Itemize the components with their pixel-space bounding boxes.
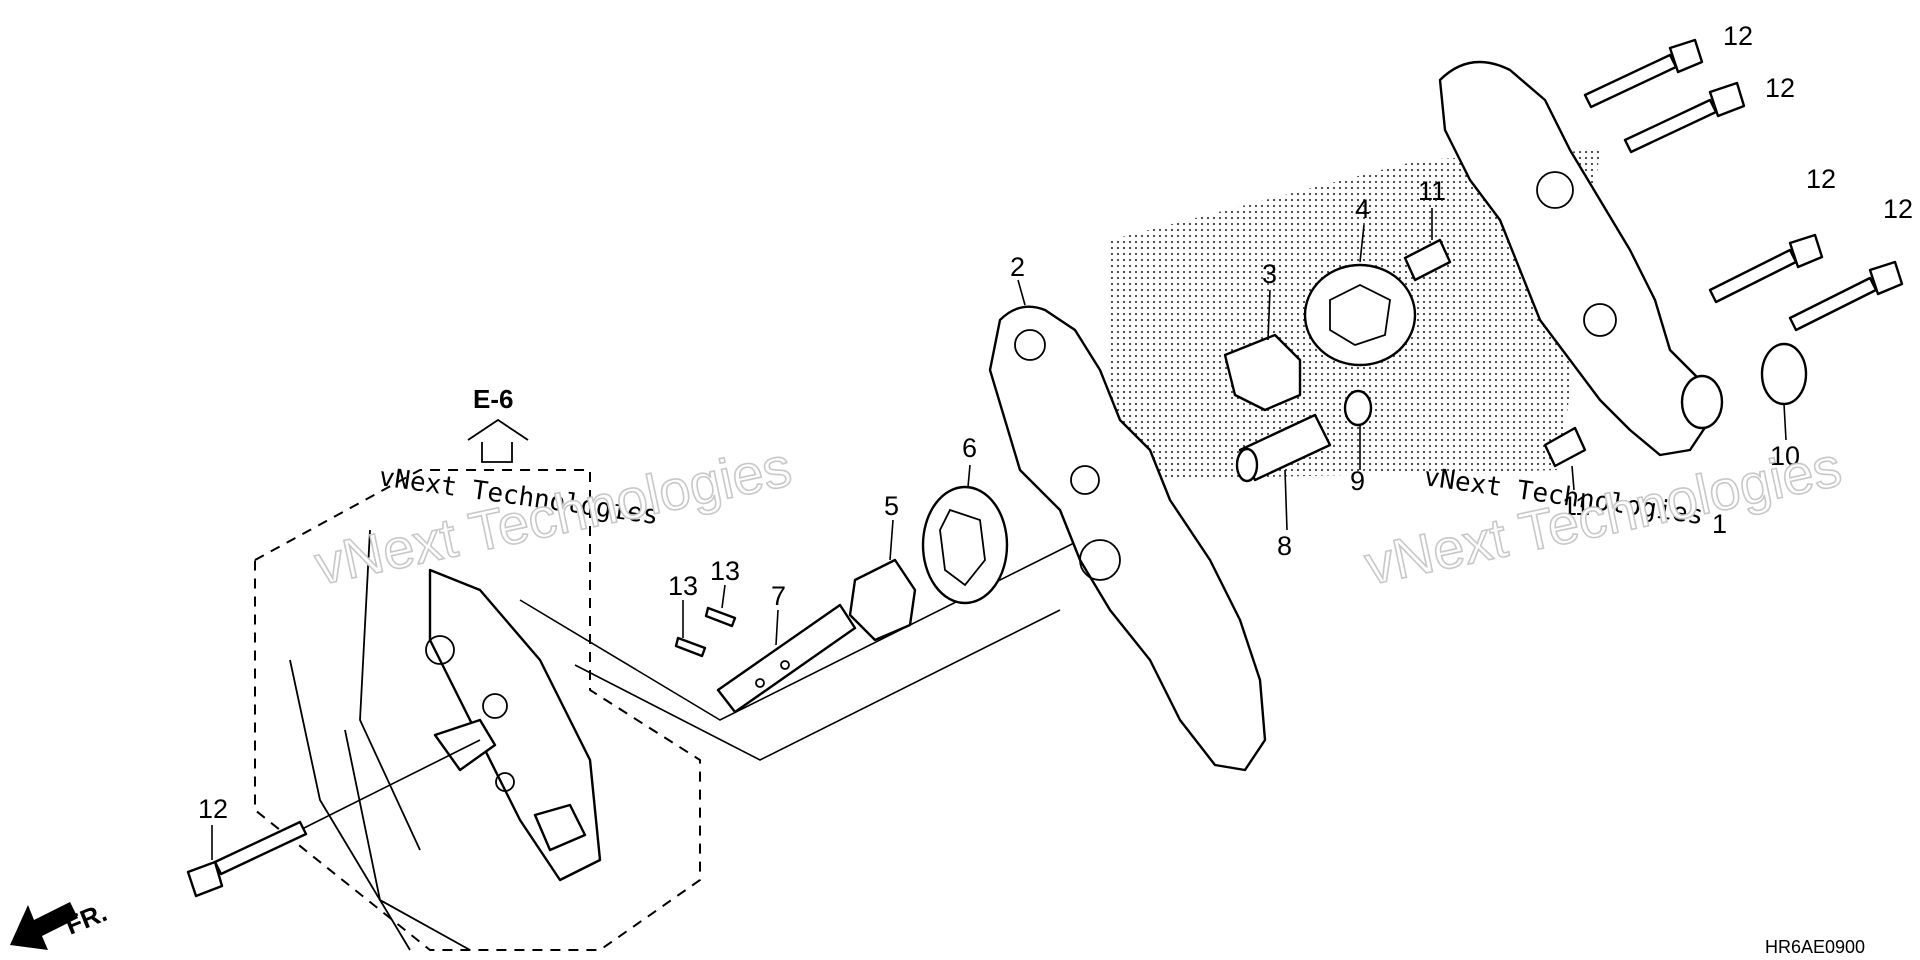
callout-13: 13 <box>668 571 698 601</box>
dowel-pin-13 <box>704 606 737 628</box>
callout-13: 13 <box>710 556 740 586</box>
pump-shaft-7 <box>716 603 857 714</box>
inner-rotor-3 <box>1223 333 1302 412</box>
section-reference: E-6 <box>467 384 529 463</box>
pump-cover-1 <box>1438 60 1712 457</box>
inner-rotor-5 <box>848 558 917 642</box>
assembly-line <box>299 739 481 831</box>
callout-1: 1 <box>1712 509 1727 539</box>
callout-9: 9 <box>1350 466 1365 496</box>
callout-3: 3 <box>1262 259 1277 289</box>
o-ring-9 <box>1343 389 1373 427</box>
assembly-line <box>574 609 1061 761</box>
case-dashed-outline <box>254 469 701 951</box>
o-ring-10 <box>1760 342 1808 406</box>
outer-rotor-6 <box>921 485 1009 605</box>
flange-bolt-12 <box>1623 81 1746 154</box>
pump-shaft-8 <box>1235 413 1332 483</box>
callout-8: 8 <box>1277 531 1292 561</box>
callout-2: 2 <box>1010 252 1025 282</box>
flange-bolt-12 <box>1788 260 1904 332</box>
callout-6: 6 <box>962 433 977 463</box>
dowel-pin-13 <box>674 636 707 658</box>
callout-12: 12 <box>1883 194 1913 224</box>
callout-11: 11 <box>1562 491 1590 521</box>
flange-bolt-12 <box>1583 38 1704 109</box>
callout-12: 12 <box>1806 164 1836 194</box>
engine-case <box>289 529 602 951</box>
callout-labels: 1 2 3 4 5 6 7 8 9 10 11 11 12 12 12 12 1… <box>198 21 1913 824</box>
callout-12: 12 <box>198 794 228 824</box>
callout-12: 12 <box>1723 21 1753 51</box>
outer-rotor-4 <box>1303 263 1417 367</box>
flange-bolt-12 <box>1708 233 1824 304</box>
callout-4: 4 <box>1355 194 1370 224</box>
callout-12: 12 <box>1765 73 1795 103</box>
dowel-collar-11 <box>1543 426 1587 468</box>
callout-11: 11 <box>1418 176 1446 206</box>
front-direction-arrow: FR. <box>10 897 111 950</box>
leader-lines <box>211 208 1787 860</box>
callout-10: 10 <box>1770 441 1800 471</box>
dowel-collar-11 <box>1403 238 1452 282</box>
callout-7: 7 <box>771 581 786 611</box>
diagram-reference-code: HR6AE0900 <box>1765 937 1865 957</box>
section-ref-label: E-6 <box>473 384 513 414</box>
flange-bolt-12 <box>186 820 308 898</box>
callout-5: 5 <box>884 491 899 521</box>
